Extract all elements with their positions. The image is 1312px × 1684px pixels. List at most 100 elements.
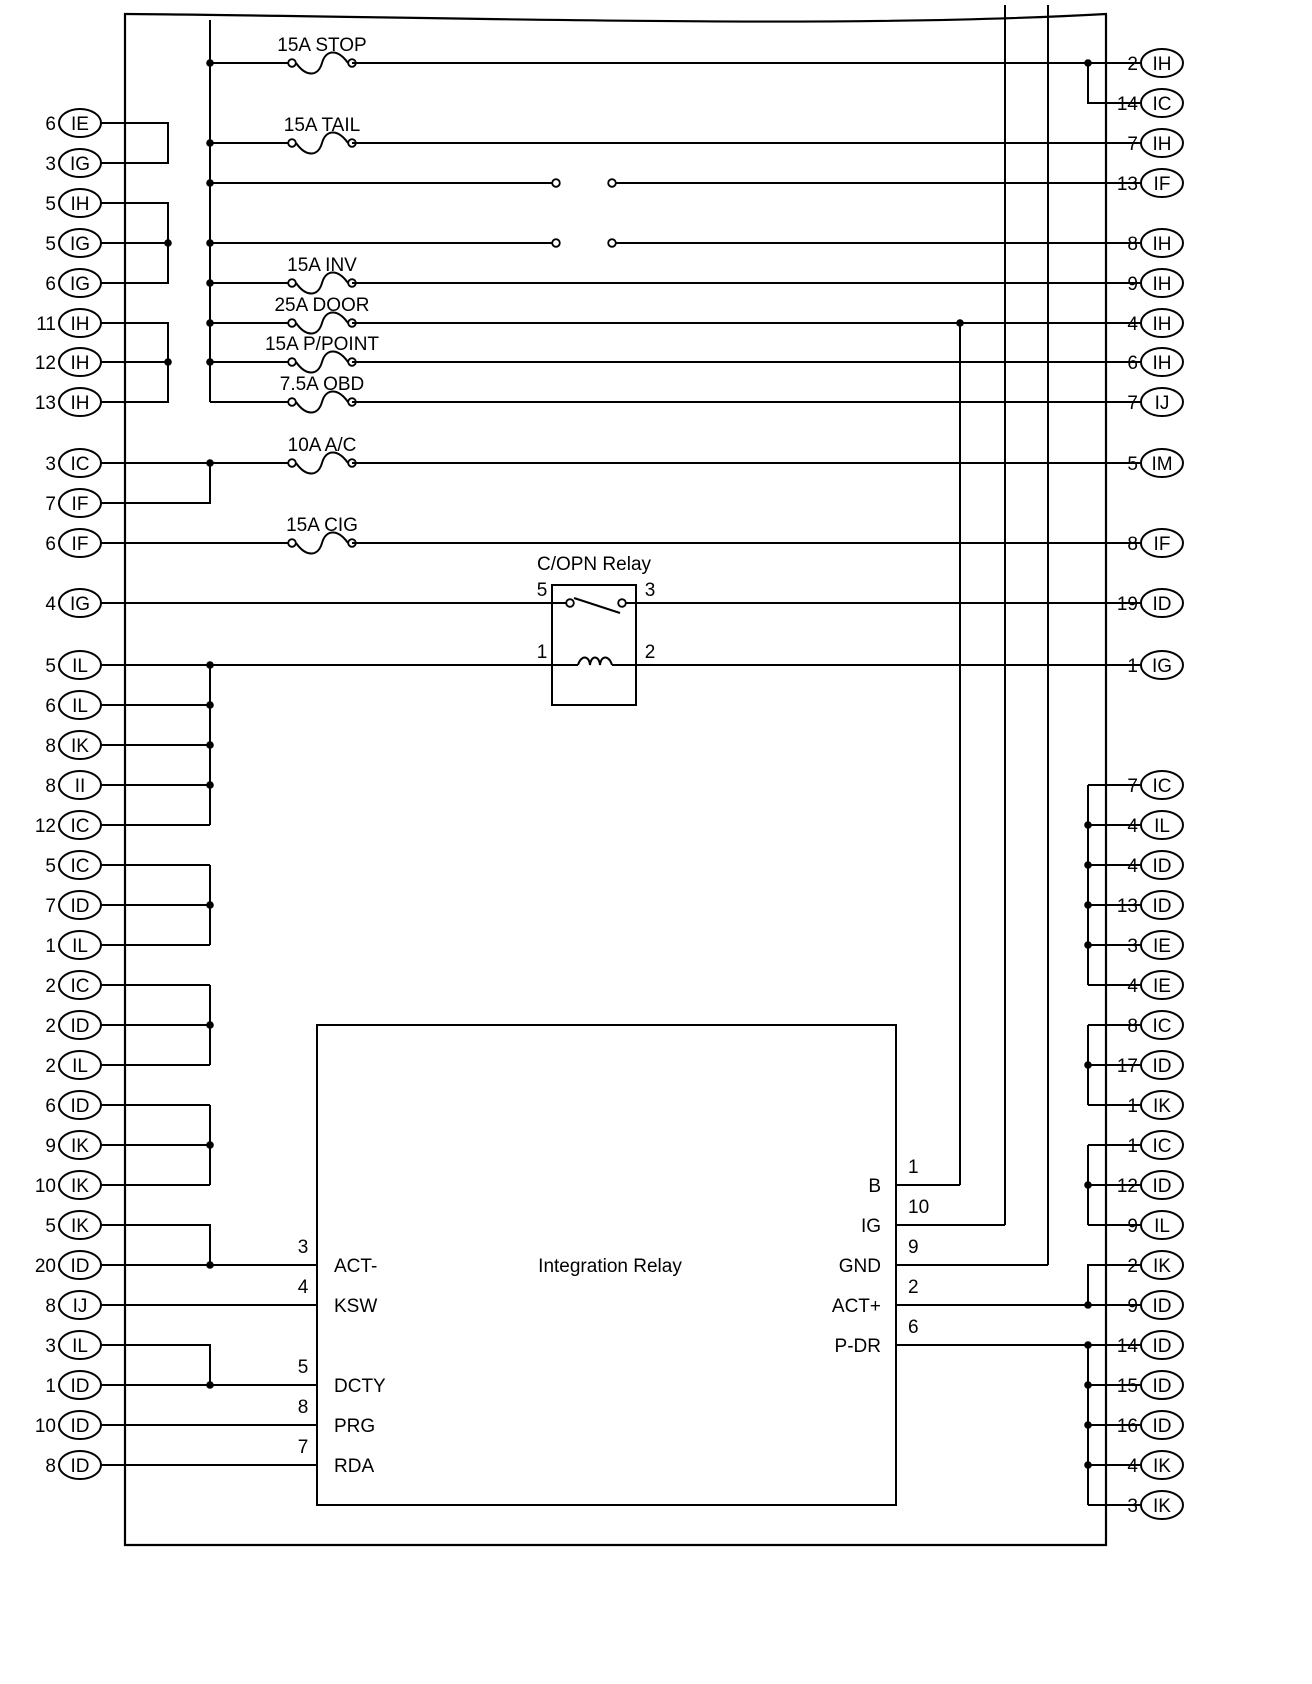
connector-pin: 5 xyxy=(45,656,56,677)
connector-code: IH xyxy=(1153,234,1172,255)
connector-code: ID xyxy=(1153,1416,1172,1437)
open-link-terminal xyxy=(607,178,617,188)
connector-pin: 8 xyxy=(45,736,56,757)
connector-code: IK xyxy=(71,1136,89,1157)
connector-oval xyxy=(1140,770,1184,800)
connector-pin: 2 xyxy=(45,1056,56,1077)
junction-dot xyxy=(1084,59,1092,67)
connector-oval xyxy=(1140,810,1184,840)
connector-pin: 11 xyxy=(36,314,56,335)
connector-code: IH xyxy=(1153,134,1172,155)
connector-oval xyxy=(58,188,102,218)
connector-oval xyxy=(1140,347,1184,377)
junction-nodes xyxy=(164,59,1092,1469)
connector-pin: 4 xyxy=(1127,314,1138,335)
connector-oval xyxy=(1140,228,1184,258)
connector-terminal: IJ8 xyxy=(45,1290,102,1320)
wires xyxy=(101,5,1141,1547)
connector-oval xyxy=(58,930,102,960)
connector-pin: 7 xyxy=(1127,776,1138,797)
jumper xyxy=(1087,63,1106,104)
fuse-terminal xyxy=(287,58,297,68)
junction-dot xyxy=(1084,1181,1092,1189)
fuse-terminal xyxy=(287,357,297,367)
connector-pin: 5 xyxy=(45,234,56,255)
connector-oval xyxy=(1140,1370,1184,1400)
pin-number: 2 xyxy=(908,1277,919,1298)
connector-oval xyxy=(58,890,102,920)
connector-code: IG xyxy=(70,234,90,255)
connector-pin: 7 xyxy=(45,896,56,917)
connector-code: ID xyxy=(71,1416,90,1437)
connector-oval xyxy=(1140,1090,1184,1120)
connector-pin: 3 xyxy=(45,454,56,475)
junction-dot xyxy=(164,239,172,247)
junction-dot xyxy=(206,1021,214,1029)
connector-terminal: IK 8 xyxy=(45,730,102,760)
connector-oval xyxy=(1140,1130,1184,1160)
connector-code: ID xyxy=(1153,1056,1172,1077)
connector-oval xyxy=(1140,528,1184,558)
connector-terminal: IH8 xyxy=(1127,228,1184,258)
connector-pin: 2 xyxy=(1127,54,1138,75)
connector-pin: 7 xyxy=(1127,393,1138,414)
connector-code: IH xyxy=(1153,274,1172,295)
connector-code: IE xyxy=(1153,936,1171,957)
pin-number: 5 xyxy=(298,1357,309,1378)
connector-oval xyxy=(58,850,102,880)
fuse-element xyxy=(295,131,349,155)
connector-terminal: ID7 xyxy=(45,890,102,920)
pin-label: GND xyxy=(839,1256,881,1277)
connector-pin: 12 xyxy=(35,353,56,374)
connector-terminal: IH 7 xyxy=(1127,128,1184,158)
connector-code: ID xyxy=(1153,856,1172,877)
pin-number: 8 xyxy=(298,1397,309,1418)
connector-oval xyxy=(58,1370,102,1400)
pin-label: ACT- xyxy=(334,1256,377,1277)
junction-dot xyxy=(1084,1461,1092,1469)
connector-pin: 14 xyxy=(1117,94,1139,115)
connector-pin: 10 xyxy=(35,1416,56,1437)
jumper xyxy=(125,1224,211,1265)
connector-oval xyxy=(1140,268,1184,298)
connector-terminals: IE6IG3IH5IG5IG6IH11IH12IH13IC3IF7IF6IG4I… xyxy=(35,48,1184,1520)
junction-dot xyxy=(956,319,964,327)
connector-pin: 7 xyxy=(1127,134,1138,155)
connector-terminal: IG1 xyxy=(1127,650,1184,680)
connector-terminal: IL3 xyxy=(45,1330,102,1360)
connector-terminal: ID 10 xyxy=(35,1410,102,1440)
pin-number: 1 xyxy=(908,1157,919,1178)
connector-pin: 6 xyxy=(45,274,56,295)
connector-code: IC xyxy=(71,976,90,997)
pin-number: 10 xyxy=(908,1197,929,1218)
relay-contact xyxy=(565,598,575,608)
connector-code: IH xyxy=(71,353,90,374)
connector-terminal: IE4 xyxy=(1127,970,1184,1000)
fuse-label: 15A INV xyxy=(287,255,357,276)
connector-oval xyxy=(58,770,102,800)
connector-oval xyxy=(58,690,102,720)
jumper xyxy=(125,463,211,504)
connector-pin: 8 xyxy=(45,1296,56,1317)
connector-pin: 8 xyxy=(45,776,56,797)
connector-oval xyxy=(1140,850,1184,880)
connector-oval xyxy=(1140,1490,1184,1520)
connector-oval xyxy=(58,1290,102,1320)
connector-code: IK xyxy=(71,736,89,757)
connector-pin: 13 xyxy=(1117,174,1138,195)
connector-oval xyxy=(1140,930,1184,960)
connector-oval xyxy=(58,1410,102,1440)
fuse-terminal xyxy=(287,318,297,328)
connector-pin: 2 xyxy=(1127,1256,1138,1277)
connector-pin: 1 xyxy=(1127,656,1138,677)
connector-oval xyxy=(58,448,102,478)
connector-terminal: ID2 xyxy=(45,1010,102,1040)
connector-pin: 3 xyxy=(45,1336,56,1357)
